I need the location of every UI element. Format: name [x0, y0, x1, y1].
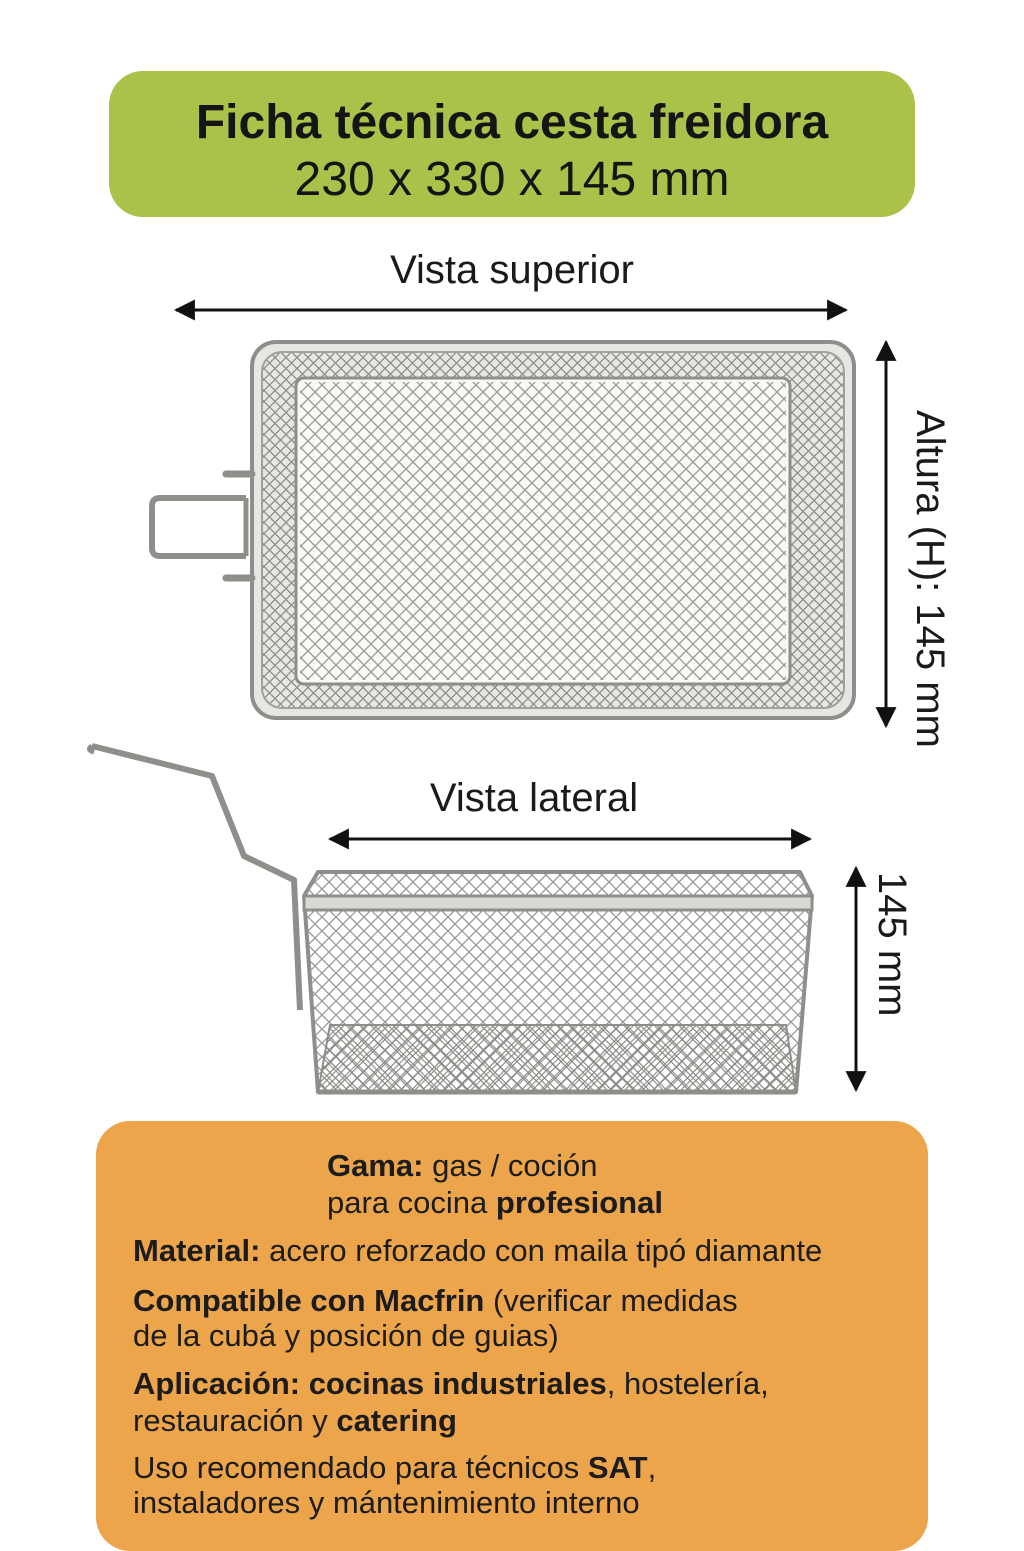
side-view-label: Vista lateral — [429, 776, 639, 820]
spec-aplicacion-line2-bold: catering — [336, 1403, 457, 1438]
spec-aplicacion-line2-prefix: restauración y — [133, 1403, 337, 1438]
spec-gama-key: Gama: — [327, 1148, 424, 1183]
spec-gama-value: gas / coción — [423, 1148, 598, 1183]
spec-uso-suffix: , — [647, 1450, 657, 1485]
spec-uso-line2: instaladores y mántenimiento interno — [133, 1485, 640, 1520]
spec-uso-prefix: Uso recomendado para técnicos — [133, 1450, 588, 1485]
spec-material: Material: acero reforzado con maila tipó… — [133, 1233, 822, 1269]
title-banner: Ficha técnica cesta freidora 230 x 330 x… — [109, 71, 915, 217]
spec-gama-line2: para cocina profesional — [327, 1185, 663, 1221]
spec-material-value: acero reforzado con maila tipó diamante — [260, 1233, 823, 1268]
spec-uso: Uso recomendado para técnicos SAT, — [133, 1450, 656, 1486]
side-view-basket — [86, 743, 814, 1095]
specs-panel: Gama: gas / coción para cocina profesion… — [96, 1121, 928, 1551]
spec-compatible-key: Compatible con Macfrin — [133, 1283, 485, 1318]
spec-gama-line2-prefix: para cocina — [327, 1185, 496, 1220]
spec-aplicacion-line2: restauración y catering — [133, 1403, 457, 1439]
spec-uso-bold: SAT — [587, 1450, 648, 1485]
title-text: Ficha técnica cesta freidora — [195, 96, 829, 149]
spec-aplicacion-value: , hostelería, — [606, 1366, 769, 1401]
spec-compatible-line2: de la cubá y posición de guias) — [133, 1318, 559, 1353]
top-view-label: Vista superior — [390, 248, 634, 292]
spec-gama-line2-bold: profesional — [495, 1185, 663, 1220]
top-view-basket — [149, 340, 856, 720]
spec-compatible: Compatible con Macfrin (verificar medida… — [133, 1283, 738, 1319]
spec-material-key: Material: — [133, 1233, 261, 1268]
spec-gama: Gama: gas / coción — [327, 1148, 598, 1184]
spec-aplicacion: Aplicación: cocinas industriales, hostel… — [133, 1366, 769, 1402]
dimensions-text: 230 x 330 x 145 mm — [294, 153, 730, 206]
spec-aplicacion-key: Aplicación: cocinas industriales — [133, 1366, 607, 1401]
spec-compatible-value: (verificar medidas — [484, 1283, 738, 1318]
